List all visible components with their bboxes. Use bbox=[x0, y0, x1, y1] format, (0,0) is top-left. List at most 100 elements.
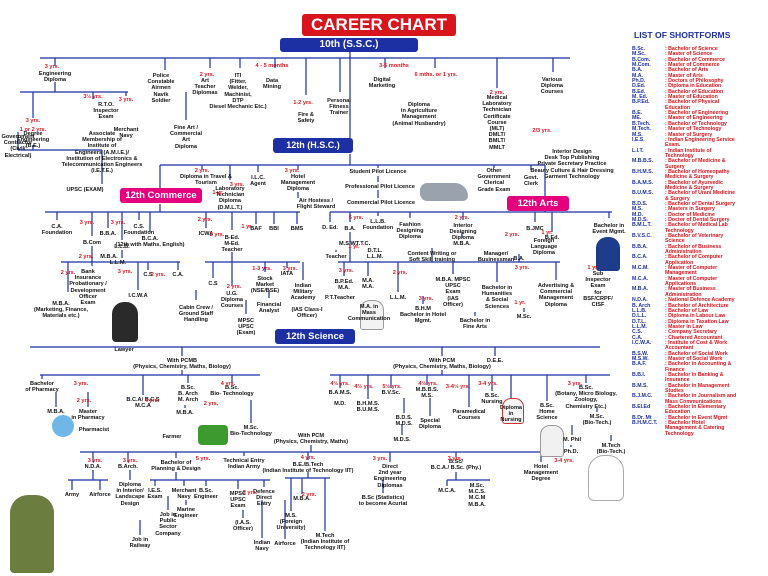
duration-label: 5 yrs. bbox=[348, 215, 364, 221]
career-node: Indian Military Academy bbox=[290, 283, 316, 302]
career-node: Teacher bbox=[325, 254, 347, 260]
career-node: Diploma in Agriculture Management (Anima… bbox=[392, 102, 446, 127]
shortform-abbr: M.C.M. bbox=[632, 265, 649, 272]
page-title: CAREER CHART bbox=[302, 14, 456, 36]
career-node: Diploma in Travel & Tourism bbox=[180, 174, 232, 187]
shortform-row: D.L.L.: Diploma in Labour Law bbox=[632, 313, 768, 320]
shortform-abbr: M.S. bbox=[632, 131, 643, 138]
doctor-illustration bbox=[540, 425, 564, 457]
shortform-full: : Master of Surgery bbox=[665, 131, 713, 138]
shortform-full: : Diploma in Education bbox=[665, 83, 722, 90]
career-node: Bank Insurance Probationary / Developmen… bbox=[69, 269, 107, 307]
shortform-abbr: M.B.B.S. bbox=[632, 158, 654, 165]
shortform-row: D.T.L.: Diploma in Taxation Law bbox=[632, 319, 768, 325]
shortform-abbr: B.B.A. bbox=[632, 243, 648, 250]
career-node: M.Sc. (Bio-Tech.) bbox=[582, 414, 612, 427]
career-node: Bachelor in Fine Arts bbox=[459, 318, 491, 331]
shortform-full: : Master of Science bbox=[665, 51, 713, 58]
career-node: Bachelor in Humanities & Social Sciences bbox=[481, 285, 513, 310]
shortform-abbr bbox=[632, 432, 665, 437]
shortform-row: B.B.A.: Bachelor of Business bbox=[632, 243, 768, 250]
career-node: B-Ed. M-Ed. Teacher bbox=[221, 235, 243, 254]
career-node: C.A. bbox=[172, 272, 184, 278]
career-node: Financial Analyst bbox=[256, 302, 282, 315]
duration-label: 4½ yrs. bbox=[330, 381, 350, 387]
shortform-abbr: B.D.S. bbox=[632, 200, 648, 207]
career-node: C.A. Foundation bbox=[41, 224, 73, 237]
shortform-full: : Bachelor of Education bbox=[665, 88, 724, 95]
shortform-abbr: B. Arch bbox=[632, 302, 651, 309]
shortform-row: Education bbox=[632, 410, 768, 416]
shortform-full: & Surgery bbox=[665, 195, 690, 202]
career-node: L.L.M. bbox=[389, 295, 407, 301]
shortform-abbr: B.A. bbox=[632, 67, 643, 74]
career-node: I.L.C. Agent bbox=[250, 175, 266, 188]
shortform-row: M.D.: Doctor of Medicine bbox=[632, 212, 768, 218]
duration-label: 1 or 2 yrs. bbox=[19, 127, 47, 133]
career-node: P.T.Teacher bbox=[325, 295, 355, 301]
shortform-full: : Diploma in Labour Law bbox=[665, 313, 726, 320]
duration-label: 2 yrs. bbox=[489, 90, 505, 96]
career-node: C.S bbox=[208, 281, 218, 287]
shortform-abbr: M.A. bbox=[632, 72, 643, 79]
shortform-full: : Bachelor in Journalism and bbox=[665, 393, 737, 400]
pharmacist-illustration bbox=[52, 415, 74, 437]
career-node: R.T.O. Inspector Exam bbox=[93, 102, 119, 121]
duration-label: 2 yrs. bbox=[76, 398, 92, 404]
shortform-row: Education bbox=[632, 104, 768, 111]
career-node: M.Tech (Bio-Tech.) bbox=[596, 443, 626, 456]
career-node: Interior Design Desk Top Publishing Priv… bbox=[530, 149, 614, 180]
duration-label: 3 yrs. bbox=[87, 458, 103, 464]
duration-label: 3 yrs. bbox=[79, 220, 95, 226]
career-node: Job in Railway bbox=[129, 537, 151, 550]
shortform-row: L.I.T.: Indian Institute of bbox=[632, 148, 768, 154]
shortform-full: Management & Catering bbox=[665, 425, 725, 432]
career-node: (IAS Class-I Officer) bbox=[291, 307, 323, 320]
career-node: B.V.Sc. bbox=[381, 390, 401, 396]
shortform-row: M.S.W.: Master of Social Work bbox=[632, 356, 768, 362]
career-node: Stock Market (NSE/BSE) bbox=[250, 276, 280, 295]
career-node: Pharmacist bbox=[78, 427, 110, 433]
shortform-abbr: C.S. bbox=[632, 329, 643, 336]
career-node: With PCM (Physics, Chemistry, Maths) bbox=[273, 433, 349, 446]
shortform-full: : Bachelor of Social Work bbox=[665, 350, 728, 357]
career-node: Police Constable Airmen Navik Soldier bbox=[147, 73, 175, 104]
career-node: Sub Inspector Exam for BSF/CRPF/ CISF bbox=[583, 271, 613, 309]
career-node: B.Sc. Home Science bbox=[536, 403, 558, 422]
shortform-abbr: B.H.M.C.T. bbox=[632, 420, 658, 427]
shortform-row: Administration bbox=[632, 249, 768, 255]
shortform-row: Management & Catering bbox=[632, 425, 768, 432]
duration-label: 4½ yrs. bbox=[354, 384, 374, 390]
shortform-row: M. Ed.: Master of Education bbox=[632, 94, 768, 100]
shortform-row: M.B.A.: Master of Business bbox=[632, 287, 768, 293]
duration-label: 3½ yrs. bbox=[83, 94, 103, 100]
shortform-full: : Bachelor of Computer bbox=[665, 254, 723, 261]
shortform-row: M.Tech.: Master of Technology bbox=[632, 126, 768, 133]
duration-label: 1 yr. bbox=[541, 230, 553, 236]
duration-label: 3 yrs. bbox=[514, 265, 530, 271]
shortform-row: B.A.M.S.: Bachelor of Ayurvedic bbox=[632, 180, 768, 186]
shortform-full: Studies bbox=[665, 388, 684, 394]
career-node: B.Arch. bbox=[118, 464, 138, 470]
shortform-row: B.Dr. Mt: Bachelor in Event Mgmt bbox=[632, 415, 768, 421]
career-node: M.B.A. bbox=[100, 254, 118, 260]
shortform-abbr: B.M.S. bbox=[632, 382, 648, 389]
shortform-full: : Master of Technology bbox=[665, 126, 722, 133]
career-node: (I.A.S. Officer) bbox=[233, 520, 253, 533]
shortform-full: : Bachelor of Law bbox=[665, 307, 709, 314]
career-node: With PCM (Physics, Chemistry, Maths, Bio… bbox=[393, 358, 491, 371]
shortform-row: D.Ed.: Diploma in Education bbox=[632, 83, 768, 90]
shortform-full: Education bbox=[665, 104, 691, 111]
shortform-row: L.L.B.: Bachelor of Law bbox=[632, 307, 768, 314]
shortform-abbr: M.C.A. bbox=[632, 275, 649, 282]
career-node: BAF bbox=[250, 226, 262, 232]
career-node: Associate Membership of Institute of Eng… bbox=[61, 131, 143, 175]
duration-label: 5 yrs. bbox=[195, 456, 211, 462]
career-node: B.Ed. bbox=[544, 235, 560, 241]
shortform-full: : Bachelor of Dental Surgery bbox=[665, 200, 736, 207]
career-node: Bachelor of Planning & Design bbox=[151, 460, 201, 473]
hub-12th-commerce: 12th Commerce bbox=[120, 188, 202, 203]
duration-label: 1-2 yrs. bbox=[293, 100, 313, 106]
shortform-abbr: M.Sc. bbox=[632, 51, 646, 58]
shortform-abbr: B.H.M.S. bbox=[632, 168, 654, 175]
